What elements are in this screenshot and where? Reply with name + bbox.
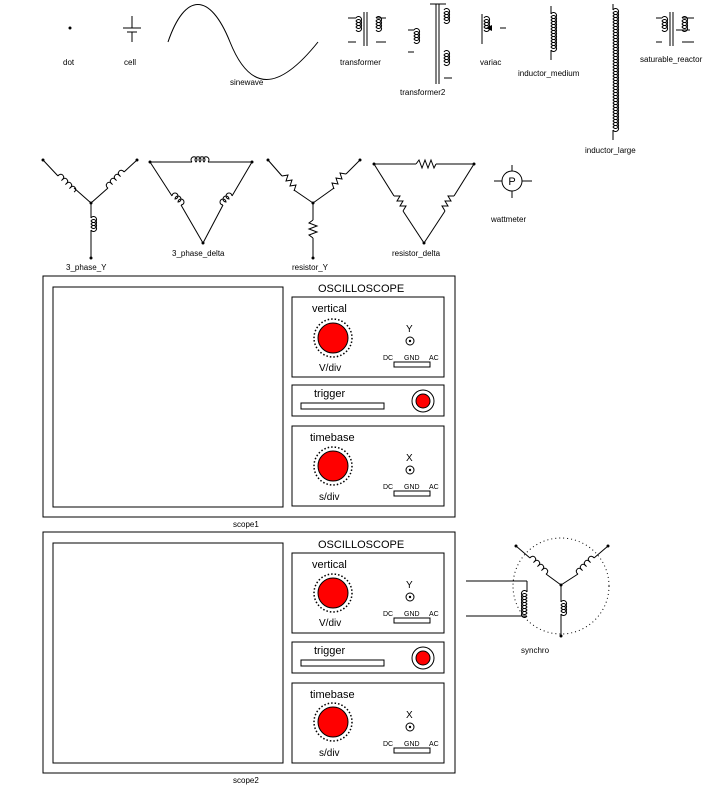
variac-label: variac (480, 58, 501, 67)
wattmeter-label: wattmeter (490, 215, 526, 224)
resistor-y-label: resistor_Y (292, 263, 329, 272)
scope1-y-input-jack[interactable] (405, 336, 415, 346)
scope1-trigger-section: trigger (291, 384, 445, 417)
scope1-screen (52, 286, 284, 508)
scope2-v-ac[interactable]: AC (429, 611, 439, 618)
dot-component: dot (63, 26, 75, 67)
saturable-reactor-label: saturable_reactor (640, 55, 703, 64)
scope2-t-ac[interactable]: AC (429, 741, 439, 748)
inductor-large-component: inductor_large (585, 4, 636, 155)
variac-component: variac (480, 14, 506, 67)
cell-label: cell (124, 58, 136, 67)
scope2-v-coupling-switch[interactable] (393, 617, 431, 624)
scope1-vertical-knob[interactable] (317, 322, 349, 354)
scope1-v-dc[interactable]: DC (383, 355, 393, 362)
scope1-vertical-unit: V/div (319, 363, 341, 374)
transformer-label: transformer (340, 58, 381, 67)
scope1-timebase-section: timebase s/div X DC GND AC (291, 425, 445, 507)
scope2-panel: OSCILLOSCOPE vertical V/div Y DC GND AC … (42, 531, 456, 785)
scope2-x-label: X (406, 710, 413, 721)
scope1-timebase-unit: s/div (319, 492, 340, 503)
scope2-vertical-section: vertical V/div Y DC GND AC (291, 552, 445, 634)
synchro-component: synchro (466, 537, 610, 655)
scope1-trigger-button[interactable] (415, 393, 431, 409)
wattmeter-component: P wattmeter (490, 165, 532, 224)
scope2-vertical-label: vertical (312, 559, 347, 571)
scope1-t-dc[interactable]: DC (383, 484, 393, 491)
scope2-vertical-unit: V/div (319, 618, 341, 629)
inductor-large-label: inductor_large (585, 146, 636, 155)
scope2-trigger-button[interactable] (415, 650, 431, 666)
dot-label: dot (63, 58, 75, 67)
scope1-v-gnd[interactable]: GND (404, 355, 420, 362)
three-phase-delta-component: 3_phase_delta (148, 156, 254, 258)
scope1-trigger-slider[interactable] (300, 402, 385, 410)
scope1-x-label: X (406, 453, 413, 464)
resistor-delta-component: resistor_delta (372, 159, 476, 258)
scope1-vertical-section: vertical V/div Y DC GND AC (291, 296, 445, 378)
scope1-v-ac[interactable]: AC (429, 355, 439, 362)
three-phase-y-label: 3_phase_Y (66, 263, 107, 272)
transformer-component: transformer (340, 12, 386, 67)
scope1-panel: OSCILLOSCOPE vertical V/div Y DC GND AC … (42, 275, 456, 529)
scope2-t-coupling-switch[interactable] (393, 747, 431, 754)
scope1-t-gnd[interactable]: GND (404, 484, 420, 491)
scope2-y-input-jack[interactable] (405, 592, 415, 602)
scope2-timebase-knob[interactable] (317, 706, 349, 738)
scope2-timebase-section: timebase s/div X DC GND AC (291, 682, 445, 764)
scope2-x-input-jack[interactable] (405, 722, 415, 732)
scope2-title: OSCILLOSCOPE (318, 539, 404, 551)
scope1-x-input-jack[interactable] (405, 465, 415, 475)
scope2-v-gnd[interactable]: GND (404, 611, 420, 618)
scope2-t-gnd[interactable]: GND (404, 741, 420, 748)
inductor-medium-component: inductor_medium (518, 6, 580, 78)
scope2-trigger-label: trigger (314, 645, 346, 657)
scope2-trigger-section: trigger (291, 641, 445, 674)
three-phase-y-component: 3_phase_Y (41, 158, 139, 272)
scope1-v-coupling-switch[interactable] (393, 361, 431, 368)
resistor-y-component: resistor_Y (266, 158, 362, 272)
scope2-v-dc[interactable]: DC (383, 611, 393, 618)
wattmeter-p-symbol: P (508, 176, 515, 188)
sinewave-component: sinewave (167, 4, 319, 87)
scope1-vertical-label: vertical (312, 303, 347, 315)
scope2-name: scope2 (233, 776, 259, 785)
scope2-y-label: Y (406, 580, 413, 591)
scope1-name: scope1 (233, 520, 259, 529)
scope1-title: OSCILLOSCOPE (318, 283, 404, 295)
sinewave-label: sinewave (230, 78, 264, 87)
transformer2-label: transformer2 (400, 88, 446, 97)
scope1-t-ac[interactable]: AC (429, 484, 439, 491)
scope2-t-dc[interactable]: DC (383, 741, 393, 748)
resistor-delta-label: resistor_delta (392, 249, 441, 258)
scope1-timebase-knob[interactable] (317, 450, 349, 482)
saturable-reactor-component: saturable_reactor (640, 12, 703, 64)
scope1-y-label: Y (406, 324, 413, 335)
synchro-label: synchro (521, 646, 550, 655)
scope2-screen (52, 542, 284, 764)
three-phase-delta-label: 3_phase_delta (172, 249, 225, 258)
scope2-timebase-label: timebase (310, 689, 355, 701)
transformer2-component: transformer2 (400, 3, 452, 97)
inductor-medium-label: inductor_medium (518, 69, 580, 78)
cell-component: cell (123, 16, 141, 67)
scope2-trigger-slider[interactable] (300, 659, 385, 667)
scope1-timebase-label: timebase (310, 432, 355, 444)
scope1-trigger-label: trigger (314, 388, 346, 400)
scope1-t-coupling-switch[interactable] (393, 490, 431, 497)
scope2-vertical-knob[interactable] (317, 577, 349, 609)
scope2-timebase-unit: s/div (319, 748, 340, 759)
